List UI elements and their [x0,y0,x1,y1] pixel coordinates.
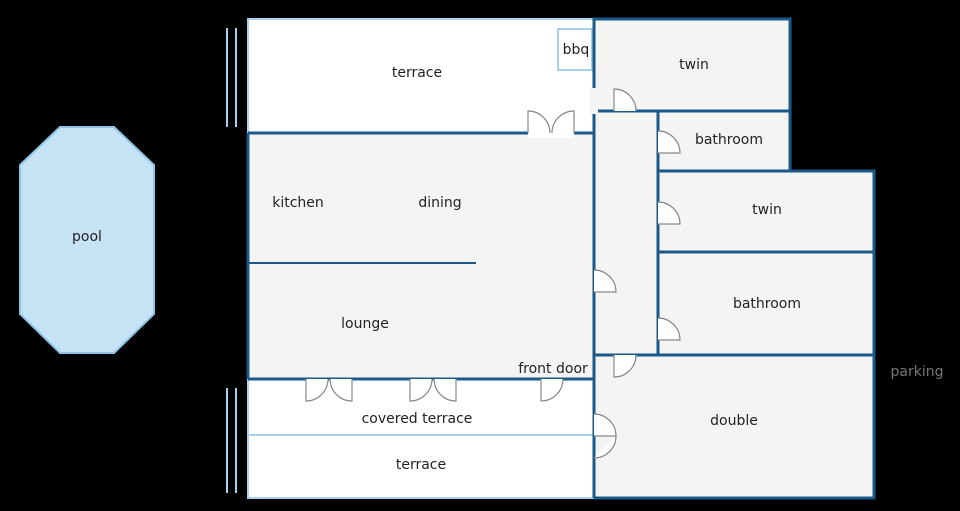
living-area [248,133,594,379]
terrace-bottom-area [248,435,594,498]
bathroom-top-room [658,111,790,171]
twin-mid-room [658,171,874,252]
double-label: double [710,413,758,429]
covered-terrace-label: covered terrace [362,411,473,427]
pool-label: pool [72,229,102,245]
bbq-label: bbq [563,42,590,58]
double-room [594,355,874,498]
doors [305,88,681,459]
lounge-label: lounge [341,316,389,332]
front-door-label: front door [518,361,588,377]
hallway [594,111,658,355]
terrace-bottom-label: terrace [396,457,446,473]
twin-top-label: twin [679,57,709,73]
pool-shape [19,126,155,354]
bathroom-mid-label: bathroom [733,296,801,312]
fence-rails [226,28,237,493]
parking-label: parking [891,364,944,380]
bathroom-mid-room [658,252,874,355]
bbq-area [557,28,593,71]
dining-label: dining [418,195,461,211]
twin-mid-label: twin [752,202,782,218]
kitchen-label: kitchen [272,195,324,211]
terrace-top-label: terrace [392,65,442,81]
bathroom-top-label: bathroom [695,132,763,148]
